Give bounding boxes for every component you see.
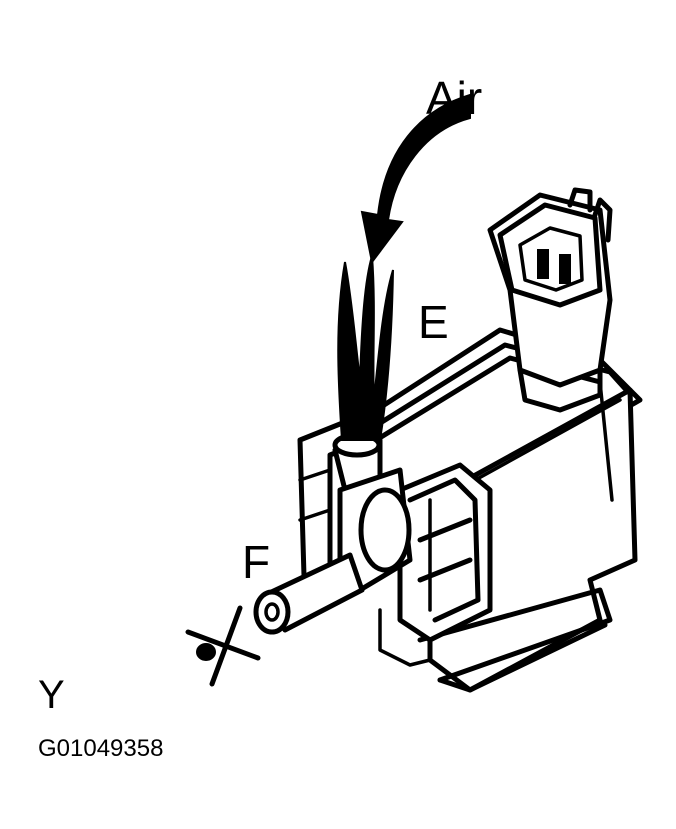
- port-f-nipple: [253, 467, 413, 635]
- connector-pin: [537, 249, 549, 279]
- coil-clamp: [397, 462, 493, 643]
- electrical-connector: [487, 187, 613, 413]
- cross-mark-icon: [185, 605, 261, 687]
- air-label: Air: [426, 72, 482, 124]
- connector-pin: [559, 254, 571, 284]
- port-e-label: E: [418, 296, 449, 348]
- curved-arrow-icon: [360, 93, 471, 265]
- air-plume: [337, 255, 394, 441]
- port-f-label: F: [242, 536, 270, 588]
- figure-code: G01049358: [38, 735, 163, 762]
- view-label: Y: [38, 673, 65, 717]
